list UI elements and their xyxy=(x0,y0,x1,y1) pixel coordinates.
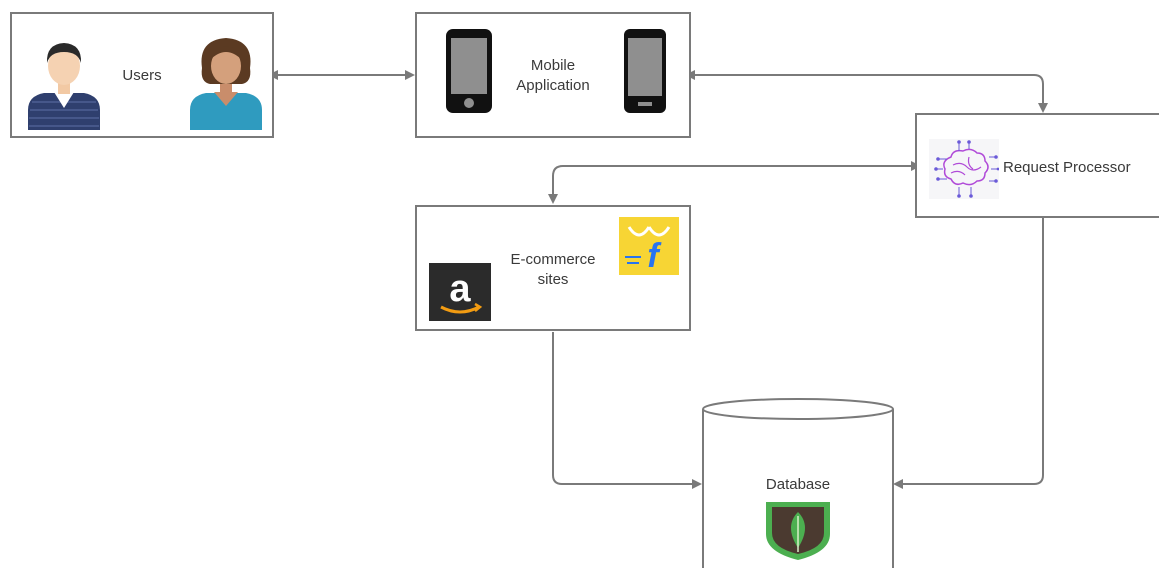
edge-processor-database xyxy=(893,218,1044,489)
edge-ecommerce-database xyxy=(552,332,702,489)
request-processor-label: Request Processor xyxy=(1003,159,1131,176)
users-node: Users xyxy=(10,12,274,138)
request-processor-node: Request Processor xyxy=(915,113,1159,218)
smartphone-icon xyxy=(446,29,492,113)
database-label: Database xyxy=(765,476,831,493)
ecommerce-label-line1: E-commerce xyxy=(510,251,596,268)
mongodb-leaf-icon xyxy=(766,502,830,560)
edge-mobile-processor xyxy=(685,70,1048,113)
mobile-label-line2: Application xyxy=(516,77,590,94)
female-user-avatar-icon xyxy=(190,38,262,130)
male-user-avatar-icon xyxy=(28,43,100,130)
edge-processor-ecommerce xyxy=(548,161,921,204)
amazon-logo-icon: a xyxy=(429,263,491,321)
svg-text:a: a xyxy=(449,268,471,310)
svg-text:f: f xyxy=(647,237,662,275)
users-label: Users xyxy=(122,67,162,84)
mobile-label-line1: Mobile xyxy=(530,57,576,74)
database-node xyxy=(702,398,894,568)
ecommerce-label-line2: sites xyxy=(537,271,569,288)
flipkart-logo-icon: f xyxy=(619,217,679,275)
smartphone-icon xyxy=(624,29,666,113)
mobile-application-node: Mobile Application xyxy=(415,12,691,138)
ecommerce-sites-node: a E-commerce sites f xyxy=(415,205,691,331)
circuit-brain-icon xyxy=(929,139,999,199)
